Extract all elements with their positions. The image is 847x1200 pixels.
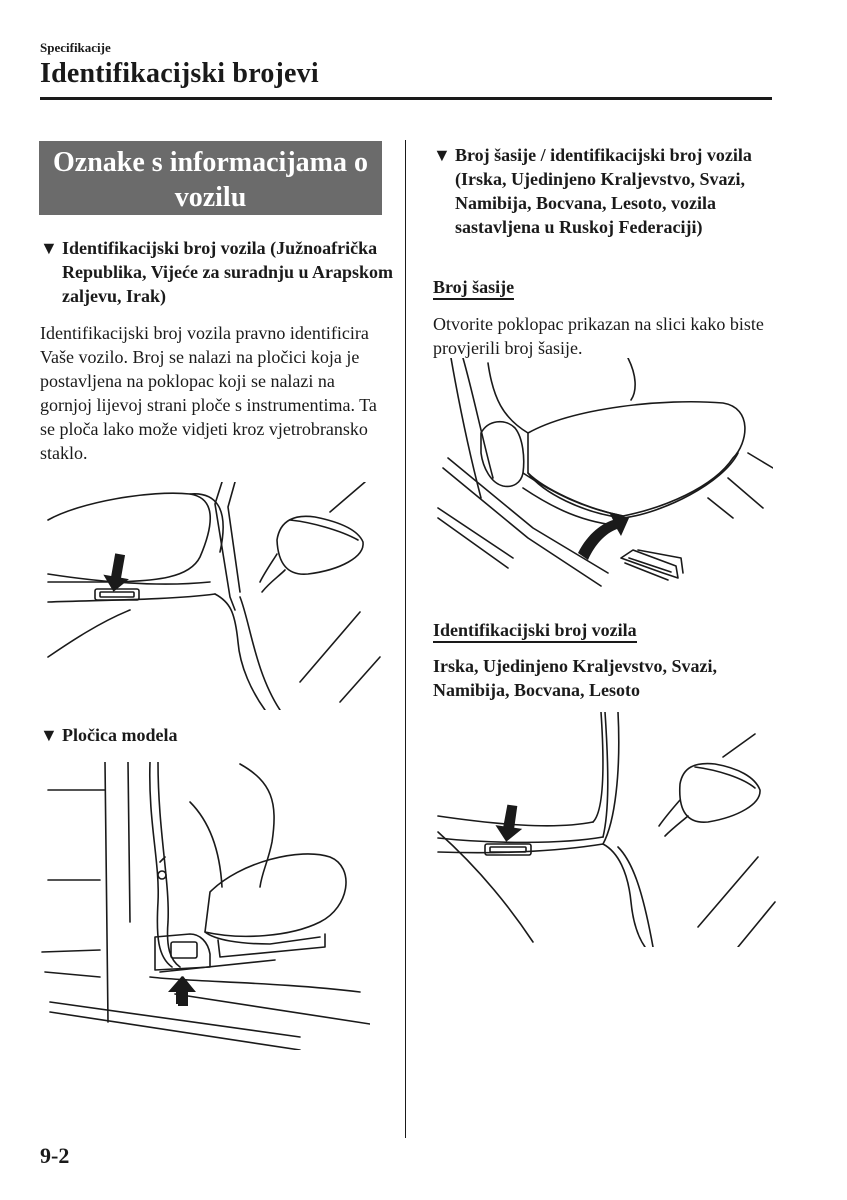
chassis-heading-text: Broj šasije / identifikacijski broj vozi… xyxy=(455,145,752,237)
bullet-triangle-icon: ▼ xyxy=(40,238,58,258)
column-divider xyxy=(405,140,406,1138)
title-rule xyxy=(40,97,772,100)
bullet-triangle-icon: ▼ xyxy=(433,145,451,165)
page-number: 9-2 xyxy=(40,1143,70,1168)
vin-heading: ▼Identifikacijski broj vozila (Južnoafri… xyxy=(40,236,412,308)
section-box-title: Oznake s informacijama o vozilu xyxy=(39,141,382,215)
page-title: Identifikacijski brojevi xyxy=(40,58,319,89)
chassis-cover-illustration xyxy=(437,358,773,587)
vin-label-text: Identifikacijski broj vozila xyxy=(433,620,637,643)
chassis-heading: ▼Broj šasije / identifikacijski broj voz… xyxy=(433,143,795,239)
section-label: Specifikacije xyxy=(40,40,111,55)
dashboard-vin-illustration xyxy=(47,482,381,710)
section-box-title-text: Oznake s informacijama o vozilu xyxy=(53,147,368,213)
vin-label: Identifikacijski broj vozila xyxy=(433,620,637,643)
vin-heading-text: Identifikacijski broj vozila (Južnoafrič… xyxy=(62,238,394,306)
vin-description: Identifikacijski broj vozila pravno iden… xyxy=(40,323,377,463)
model-plate-heading: ▼Pločica modela xyxy=(40,723,177,747)
bullet-triangle-icon: ▼ xyxy=(40,725,58,745)
dashboard-vin-illustration-2 xyxy=(437,712,776,947)
chassis-label-text: Broj šasije xyxy=(433,277,515,300)
seat-model-plate-illustration xyxy=(41,762,370,1050)
chassis-description: Otvorite poklopac prikazan na slici kako… xyxy=(433,314,764,358)
vin-countries: Irska, Ujedinjeno Kraljevstvo, Svazi, Na… xyxy=(433,656,717,700)
chassis-label: Broj šasije xyxy=(433,277,515,300)
model-plate-heading-text: Pločica modela xyxy=(62,725,178,745)
